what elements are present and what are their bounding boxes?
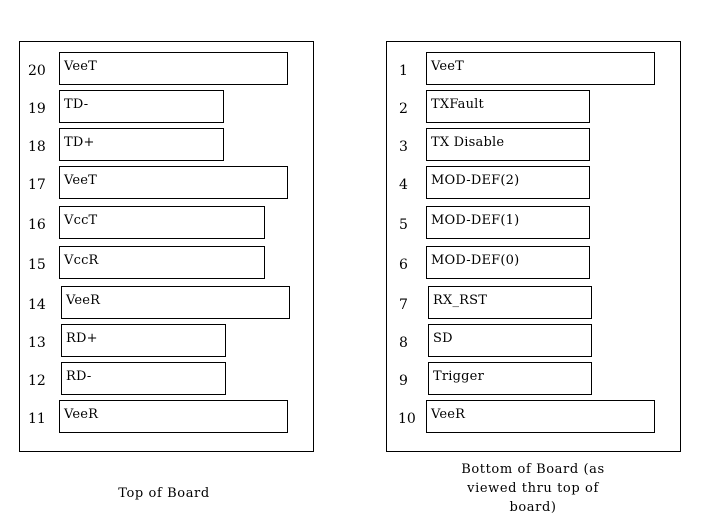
top-pin-number: 12	[28, 373, 46, 389]
top-pin-label: TD+	[64, 135, 95, 150]
bottom-pin-box: MOD-DEF(0)	[426, 246, 590, 279]
top-pin-box: VeeR	[61, 286, 290, 319]
bottom-pin-number: 6	[399, 257, 408, 273]
bottom-pin-number: 4	[399, 177, 408, 193]
top-pin-number: 13	[28, 335, 46, 351]
top-pin-number: 19	[28, 101, 46, 117]
bottom-pin-number: 8	[399, 335, 408, 351]
bottom-pin-number: 1	[399, 63, 408, 79]
top-pin-box: TD-	[59, 90, 224, 123]
top-pin-box: VeeT	[59, 166, 288, 199]
top-pin-box: VccR	[59, 246, 265, 279]
top-pin-label: TD-	[64, 97, 89, 112]
top-pin-number: 20	[28, 63, 46, 79]
top-pin-box: VeeT	[59, 52, 288, 85]
bottom-pin-box: MOD-DEF(1)	[426, 206, 590, 239]
top-pin-box: TD+	[59, 128, 224, 161]
top-pin-box: VccT	[59, 206, 265, 239]
bottom-pin-box: TXFault	[426, 90, 590, 123]
top-pin-label: VeeT	[64, 173, 98, 188]
top-pin-number: 18	[28, 139, 46, 155]
top-pin-label: VeeT	[64, 59, 98, 74]
bottom-pin-number: 9	[399, 373, 408, 389]
bottom-pin-label: SD	[433, 331, 453, 346]
top-pin-label: VccT	[64, 213, 98, 228]
bottom-pin-box: MOD-DEF(2)	[426, 166, 590, 199]
top-pin-number: 17	[28, 177, 46, 193]
top-pin-box: RD-	[61, 362, 226, 395]
bottom-pin-label: VeeR	[431, 407, 466, 422]
bottom-pin-label: TXFault	[431, 97, 484, 112]
top-pin-label: VeeR	[66, 293, 101, 308]
bottom-pin-number: 10	[398, 411, 416, 427]
top-board-caption: Top of Board	[118, 486, 210, 501]
bottom-pin-label: MOD-DEF(1)	[431, 213, 520, 228]
bottom-pin-number: 2	[399, 101, 408, 117]
bottom-pin-box: SD	[428, 324, 592, 357]
top-pin-label: RD-	[66, 369, 92, 384]
top-pin-number: 14	[28, 297, 46, 313]
top-pin-number: 11	[28, 411, 46, 427]
top-pin-label: RD+	[66, 331, 98, 346]
top-pin-box: VeeR	[59, 400, 288, 433]
top-pin-number: 16	[28, 217, 46, 233]
bottom-pin-label: TX Disable	[431, 135, 505, 150]
bottom-pin-label: MOD-DEF(2)	[431, 173, 520, 188]
bottom-pin-box: TX Disable	[426, 128, 590, 161]
bottom-pin-number: 5	[399, 217, 408, 233]
bottom-pin-number: 7	[399, 297, 408, 313]
bottom-pin-box: Trigger	[428, 362, 592, 395]
bottom-pin-box: RX_RST	[428, 286, 592, 319]
bottom-pin-box: VeeT	[426, 52, 655, 85]
bottom-pin-label: VeeT	[431, 59, 465, 74]
bottom-pin-number: 3	[399, 139, 408, 155]
bottom-board-caption: Bottom of Board (as viewed thru top of b…	[461, 462, 605, 515]
bottom-pin-label: RX_RST	[433, 293, 488, 308]
top-pin-label: VccR	[64, 253, 99, 268]
bottom-pin-box: VeeR	[426, 400, 655, 433]
top-pin-label: VeeR	[64, 407, 99, 422]
bottom-pin-label: Trigger	[433, 369, 484, 384]
top-pin-number: 15	[28, 257, 46, 273]
top-pin-box: RD+	[61, 324, 226, 357]
bottom-pin-label: MOD-DEF(0)	[431, 253, 520, 268]
